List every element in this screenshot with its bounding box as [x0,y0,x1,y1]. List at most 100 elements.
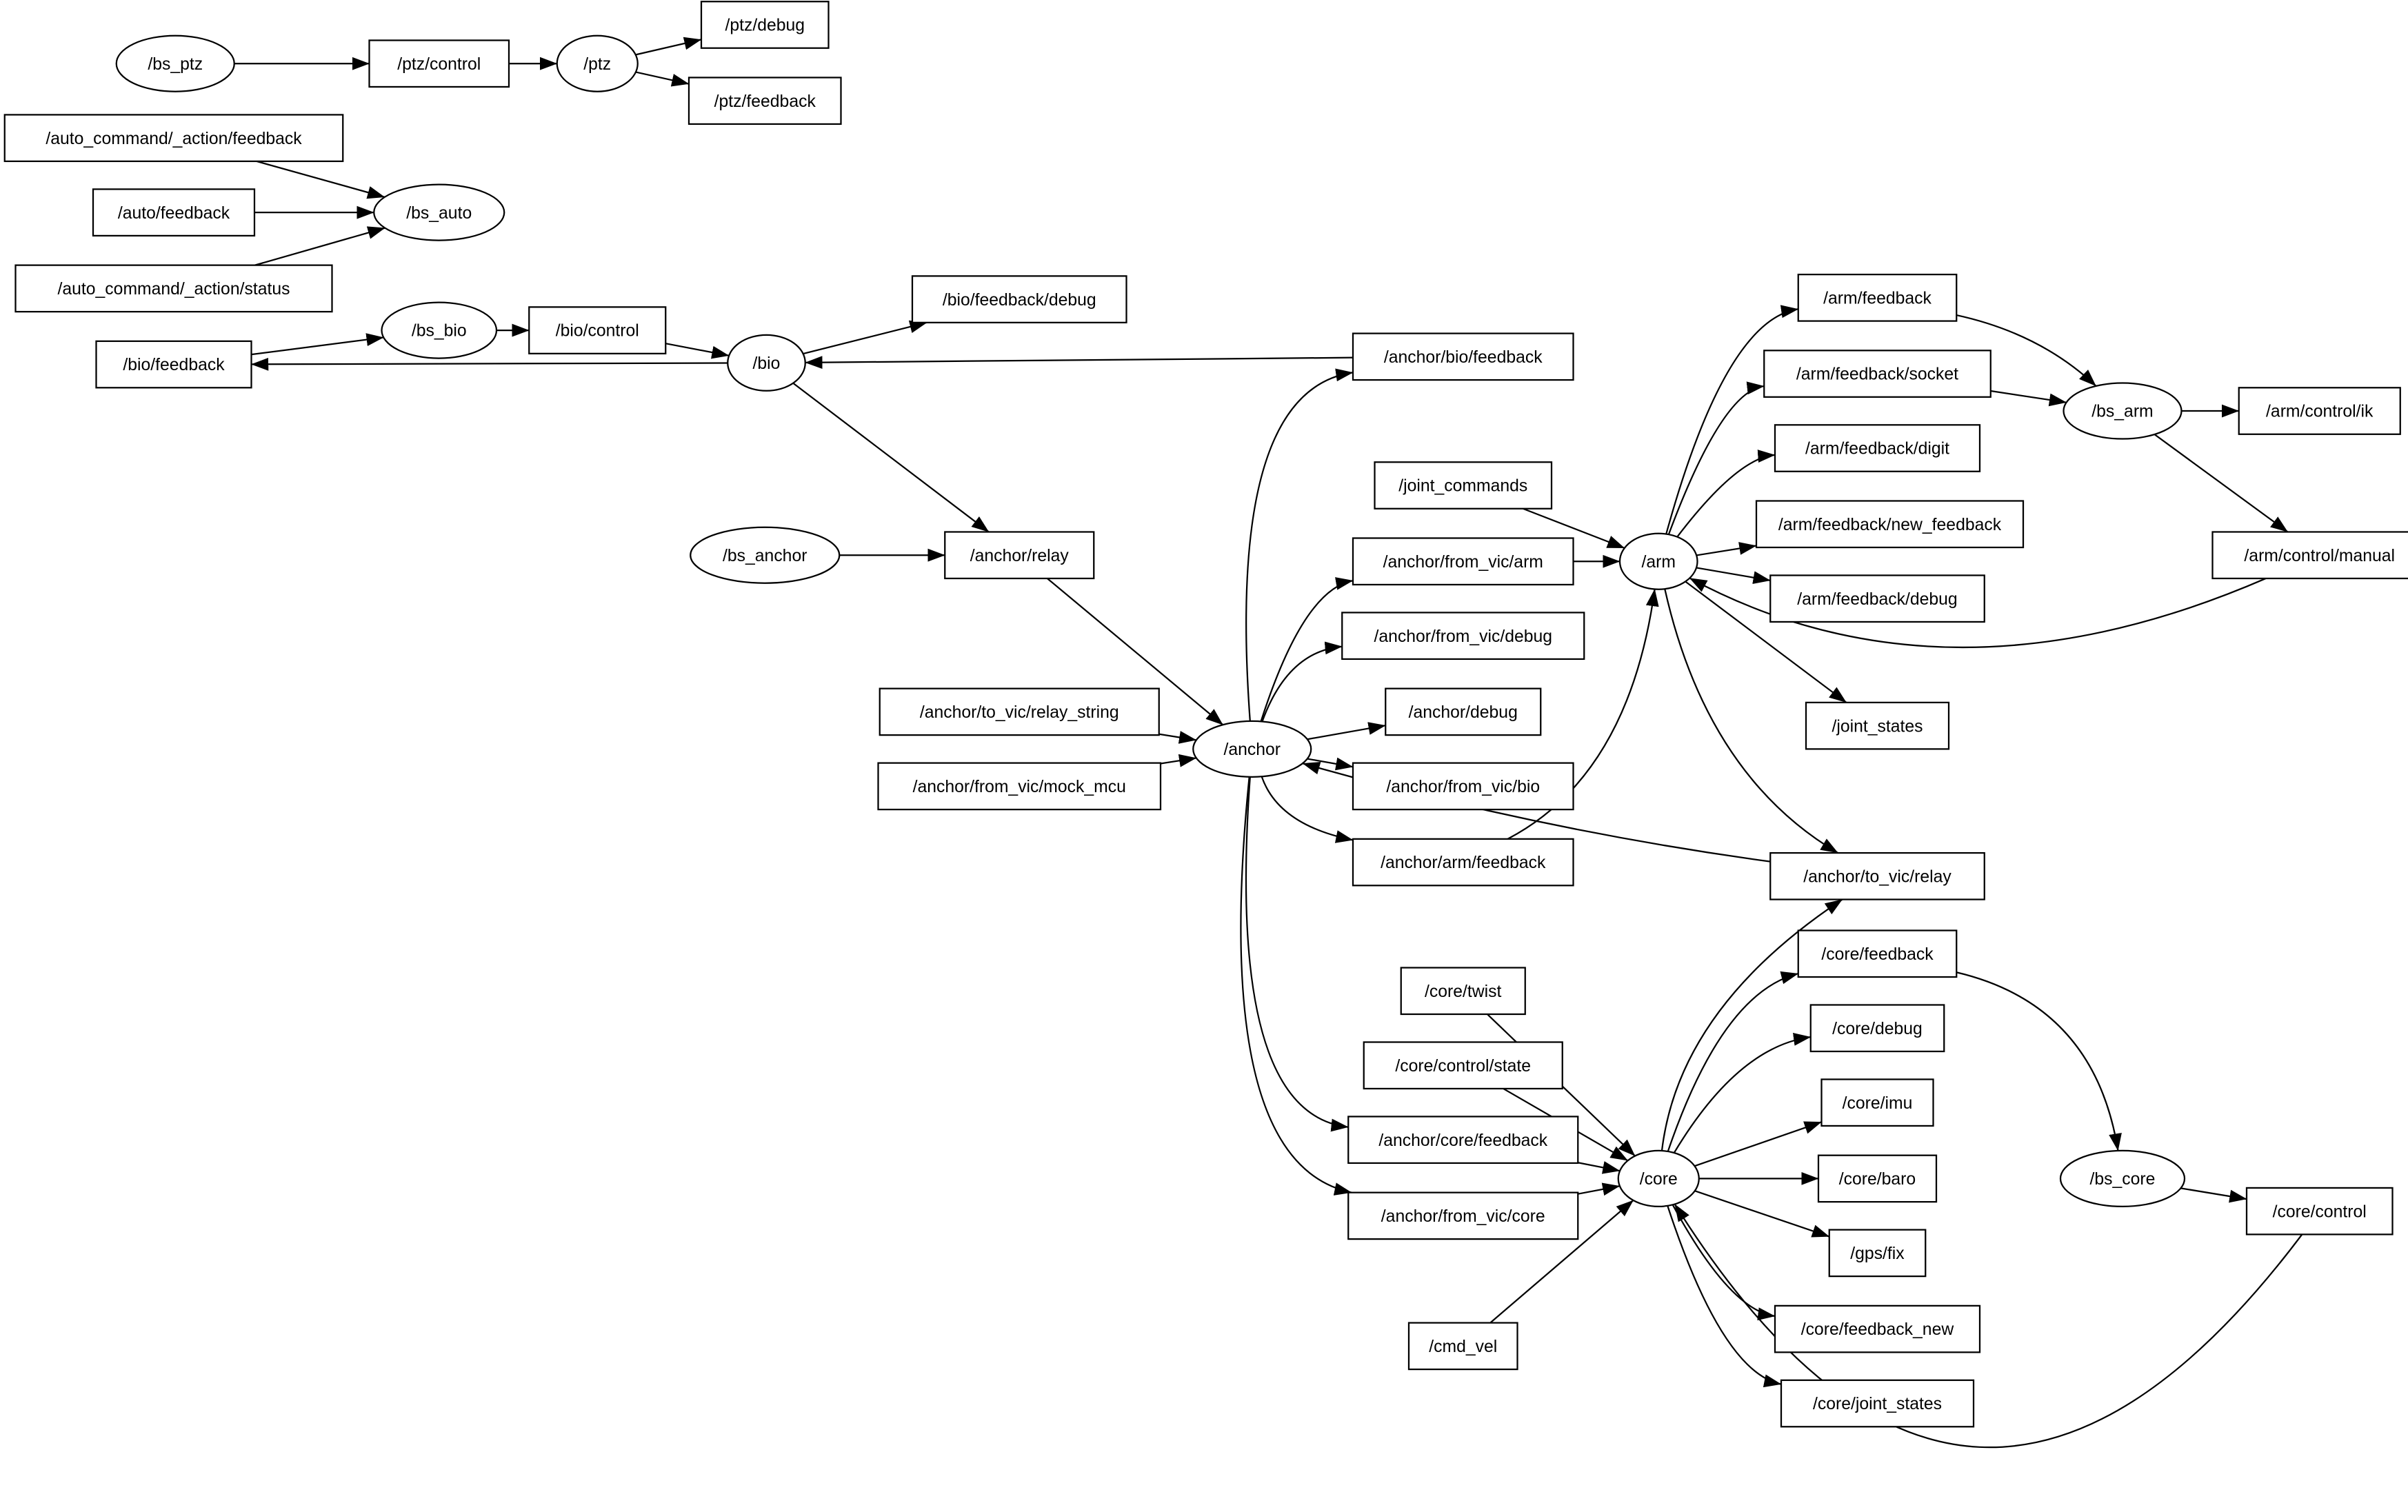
ros-topic-core_twist: /core/twist [1400,967,1526,1016]
edge-anchor-to-anchor_debug [1307,722,1386,740]
topic-box [1352,332,1574,381]
topic-box [2211,531,2408,580]
ros-topic-arm_feedback: /arm/feedback [1797,273,1958,322]
label-bio: /bio [753,354,781,373]
topic-box [1805,701,1950,750]
label-bio_feedback_debug: /bio/feedback/debug [943,291,1096,310]
ros-topic-auto_feedback: /auto/feedback [92,188,256,237]
edge-joint_commands-to-arm [1523,507,1625,549]
topic-box [1828,1229,1927,1278]
label-joint_states: /joint_states [1832,717,1923,736]
label-anchor_from_vic_mock_mcu: /anchor/from_vic/mock_mcu [913,778,1126,796]
label-auto_cmd_status: /auto_command/_action/status [58,280,290,299]
edge-bio-to-anchor_relay [792,382,990,533]
ros-topic-anchor_debug: /anchor/debug [1385,687,1542,736]
edge-core-to-core_feedback_new [1672,1204,1776,1321]
edge-arm_feedback-to-bs_arm [1956,314,2097,387]
ros-topic-auto_cmd_feedback: /auto_command/_action/feedback [3,114,344,163]
ros-topic-anchor_to_vic_relay_string: /anchor/to_vic/relay_string [879,687,1160,736]
topic-box [2238,387,2401,435]
topic-box [95,340,252,389]
node-ellipse [115,34,235,92]
edge-anchor-to-anchor_bio_feedback [1245,368,1354,721]
topic-box [1347,1116,1579,1165]
label-bs_auto: /bs_auto [406,204,472,223]
topic-box [1763,350,1991,398]
edge-bs_arm-to-arm_control_manual [2154,434,2289,533]
label-anchor_from_vic_debug: /anchor/from_vic/debug [1374,627,1552,646]
ros-topic-arm_feedback_digit: /arm/feedback/digit [1774,424,1981,472]
node-ellipse [1618,532,1698,590]
label-arm: /arm [1642,553,1676,572]
topic-box [1774,424,1981,472]
ros-topic-anchor_from_vic_core: /anchor/from_vic/core [1347,1191,1579,1240]
topic-box [3,114,344,163]
edge-anchor-to-anchor_from_vic_core [1240,776,1352,1196]
edge-anchor-to-anchor_arm_feedback [1261,776,1354,843]
ros-topic-bio_feedback_debug: /bio/feedback/debug [911,275,1127,323]
label-gps_fix: /gps/fix [1850,1244,1905,1263]
label-auto_cmd_feedback: /auto_command/_action/feedback [46,130,302,148]
label-core_joint_states: /core/joint_states [1813,1395,1942,1413]
edge-core-to-core_joint_states [1667,1205,1782,1388]
node-ellipse [373,183,505,241]
topic-box [1769,851,1985,900]
edge-anchor-to-anchor_from_vic_debug [1261,641,1343,722]
label-ptz: /ptz [583,55,611,74]
topic-box [1755,500,2025,549]
topic-box [1341,612,1585,661]
ros-topic-core_baro: /core/baro [1817,1154,1938,1203]
node-ellipse [2063,382,2183,440]
label-arm_feedback_debug: /arm/feedback/debug [1797,590,1957,609]
topic-box [1797,929,1958,978]
ros-node-arm: /arm [1618,532,1698,590]
ros-topic-arm_control_ik: /arm/control/ik [2238,387,2401,435]
ros-node-ptz: /ptz [556,34,639,92]
label-anchor_to_vic_relay: /anchor/to_vic/relay [1803,867,1952,886]
topic-box [1374,461,1553,510]
edge-arm_control_manual-to-arm [1689,577,2267,649]
ros-topic-anchor_to_vic_relay: /anchor/to_vic/relay [1769,851,1985,900]
topic-box [911,275,1127,323]
label-bio_feedback: /bio/feedback [123,356,225,374]
label-bs_arm: /bs_arm [2091,403,2153,421]
ros-topic-core_debug: /core/debug [1809,1004,1945,1053]
label-core_baro: /core/baro [1839,1170,1916,1189]
edge-bio-to-bio_feedback [251,357,728,371]
ros-topic-joint_commands: /joint_commands [1374,461,1553,510]
label-anchor_relay: /anchor/relay [970,547,1070,565]
ros-node-bs_bio: /bs_bio [381,301,498,359]
node-ellipse [2059,1149,2186,1208]
topic-box [1817,1154,1938,1203]
edge-bio_feedback-to-bs_bio [251,333,384,356]
ros-topic-cmd_vel: /cmd_vel [1407,1322,1518,1371]
ros-topic-ptz_feedback: /ptz/feedback [688,77,842,125]
topic-box [700,1,830,49]
edge-anchor-to-anchor_core_feedback [1245,776,1349,1132]
ros-topic-anchor_relay: /anchor/relay [944,531,1095,580]
ros-topic-joint_states: /joint_states [1805,701,1950,750]
label-anchor_from_vic_core: /anchor/from_vic/core [1381,1207,1545,1226]
topic-box [944,531,1095,580]
nodes-layer: /bs_ptz/ptz/bs_auto/bs_bio/bio/bs_anchor… [3,1,2408,1428]
topic-box [368,39,510,88]
topic-box [1780,1379,1975,1428]
label-arm_feedback_digit: /arm/feedback/digit [1805,440,1949,458]
edge-arm-to-arm_feedback_new_feedback [1696,542,1757,556]
ros-node-bs_anchor: /bs_anchor [690,526,841,584]
ros-topic-anchor_bio_feedback: /anchor/bio/feedback [1352,332,1574,381]
edge-bs_core-to-core_control [2180,1187,2247,1203]
topic-box [1407,1322,1518,1371]
label-bio_control: /bio/control [556,322,639,341]
ros-node-bs_arm: /bs_arm [2063,382,2183,440]
label-arm_control_ik: /arm/control/ik [2266,403,2374,421]
ros-node-bs_ptz: /bs_ptz [115,34,235,92]
label-ptz_debug: /ptz/debug [725,17,805,35]
edge-anchor_arm_feedback-to-arm [1507,589,1659,840]
label-core_control: /core/control [2273,1202,2367,1221]
topic-box [1385,687,1542,736]
ros-topic-core_feedback_new: /core/feedback_new [1774,1304,1981,1353]
label-core_imu: /core/imu [1843,1094,1913,1113]
edge-anchor-to-anchor_from_vic_arm [1260,577,1354,722]
label-anchor_bio_feedback: /anchor/bio/feedback [1384,348,1543,367]
